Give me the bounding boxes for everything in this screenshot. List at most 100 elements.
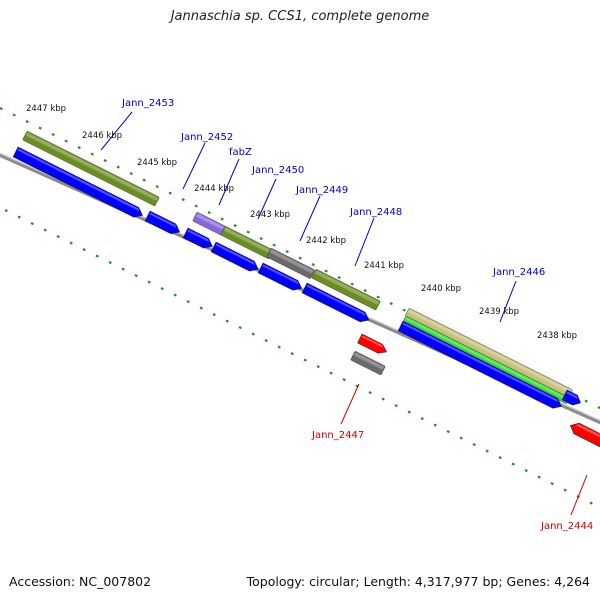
scale-tick (25, 120, 29, 124)
scale-tick (472, 443, 476, 447)
scale-tick (446, 430, 450, 434)
scale-tick (116, 165, 120, 169)
scale-tick (43, 228, 47, 232)
scale-tick (121, 267, 125, 271)
scale-label: 2440 kbp (421, 284, 461, 294)
scale-tick (316, 365, 320, 369)
scale-tick (433, 423, 437, 427)
gene-label-jann-2444: Jann_2444 (540, 521, 593, 532)
scale-tick (251, 332, 255, 336)
scale-tick (511, 462, 515, 466)
scale-tick (17, 215, 21, 219)
scale-tick (402, 308, 406, 312)
scale-tick (407, 410, 411, 414)
scale-tick (363, 289, 367, 293)
scale-tick (142, 178, 146, 182)
scale-label: 2441 kbp (364, 261, 404, 271)
scale-tick (56, 235, 60, 239)
label-leader-line (257, 178, 277, 220)
gene-features (12, 131, 600, 449)
scale-tick (12, 113, 16, 117)
gene-arrow-jann-2450 (210, 241, 259, 272)
scale-tick (311, 263, 315, 267)
label-leader-line (218, 158, 240, 206)
scale-tick (0, 107, 3, 111)
scale-tick (563, 488, 567, 492)
scale-tick (108, 261, 112, 265)
scale-label: 2443 kbp (250, 210, 290, 220)
genome-summary-text: Topology: circular; Length: 4,317,977 bp… (246, 574, 590, 589)
scale-tick (277, 345, 281, 349)
genome-title: Jannaschia sp. CCS1, complete genome (170, 9, 430, 24)
scale-label: 2439 kbp (479, 307, 519, 317)
scale-tick (597, 406, 600, 410)
scale-tick (220, 217, 224, 221)
scale-tick (550, 482, 554, 486)
scale-tick (264, 339, 268, 343)
label-leader-line (340, 383, 360, 425)
scale-label: 2438 kbp (537, 331, 577, 341)
label-leader-line (100, 111, 133, 151)
scale-tick (285, 250, 289, 254)
accession-text: Accession: NC_007802 (9, 574, 152, 589)
cds-bar-jann-2446-upper (405, 308, 573, 398)
scale-tick (459, 436, 463, 440)
scale-tick (69, 241, 73, 245)
gene-arrow-partial (561, 389, 581, 406)
scale-tick (420, 417, 424, 421)
scale-tick (90, 152, 94, 156)
cds-bar-jann-2448 (311, 269, 381, 311)
gene-arrow-fabz (182, 227, 213, 249)
scale-label: 2447 kbp (26, 104, 66, 114)
scale-tick (389, 302, 393, 306)
scale-tick (537, 475, 541, 479)
scale-tick (524, 469, 528, 473)
scale-tick (134, 274, 138, 278)
scale-tick (498, 456, 502, 460)
scale-tick (485, 449, 489, 453)
scale-tick (82, 248, 86, 252)
scale-tick (160, 287, 164, 291)
cds-bar-jann-2453 (22, 131, 160, 206)
gene-label-jann-2453: Jann_2453 (121, 98, 174, 109)
scale-tick (394, 404, 398, 408)
scale-tick (381, 397, 385, 401)
scale-tick (38, 126, 42, 130)
label-leader-line (354, 217, 375, 267)
scale-tick (103, 159, 107, 163)
scale-tick (589, 501, 593, 505)
scale-tick (212, 313, 216, 317)
scale-tick (51, 133, 55, 137)
scale-tick (225, 319, 229, 323)
scale-tick (95, 254, 99, 258)
label-leader-line (182, 142, 206, 190)
scale-tick (233, 224, 237, 228)
cds-bar-fabz (192, 212, 226, 236)
scale-tick (173, 293, 177, 297)
scale-tick (329, 371, 333, 375)
scale-tick (168, 191, 172, 195)
gene-label-jann-2447: Jann_2447 (311, 430, 364, 441)
scale-tick (246, 230, 250, 234)
scale-tick (147, 280, 151, 284)
scale-tick (376, 295, 380, 299)
scale-label: 2442 kbp (306, 236, 346, 246)
scale-tick (298, 256, 302, 260)
gene-arrow-jann-2452 (144, 210, 181, 235)
gene-label-jann-2450: Jann_2450 (251, 165, 304, 176)
scale-tick (129, 172, 133, 176)
scale-tick (259, 237, 263, 241)
scale-tick (64, 139, 68, 143)
gene-arrow-jann-2449 (257, 262, 303, 291)
scale-tick (155, 185, 159, 189)
scale-label: 2446 kbp (82, 131, 122, 141)
gene-arrow-jann-2444 (569, 422, 600, 449)
scale-tick (342, 378, 346, 382)
gene-arrow-jann-2453 (12, 146, 143, 218)
scale-tick (303, 358, 307, 362)
scale-tick (290, 352, 294, 356)
label-leader-line (499, 280, 517, 323)
scale-label: 2445 kbp (137, 158, 177, 168)
